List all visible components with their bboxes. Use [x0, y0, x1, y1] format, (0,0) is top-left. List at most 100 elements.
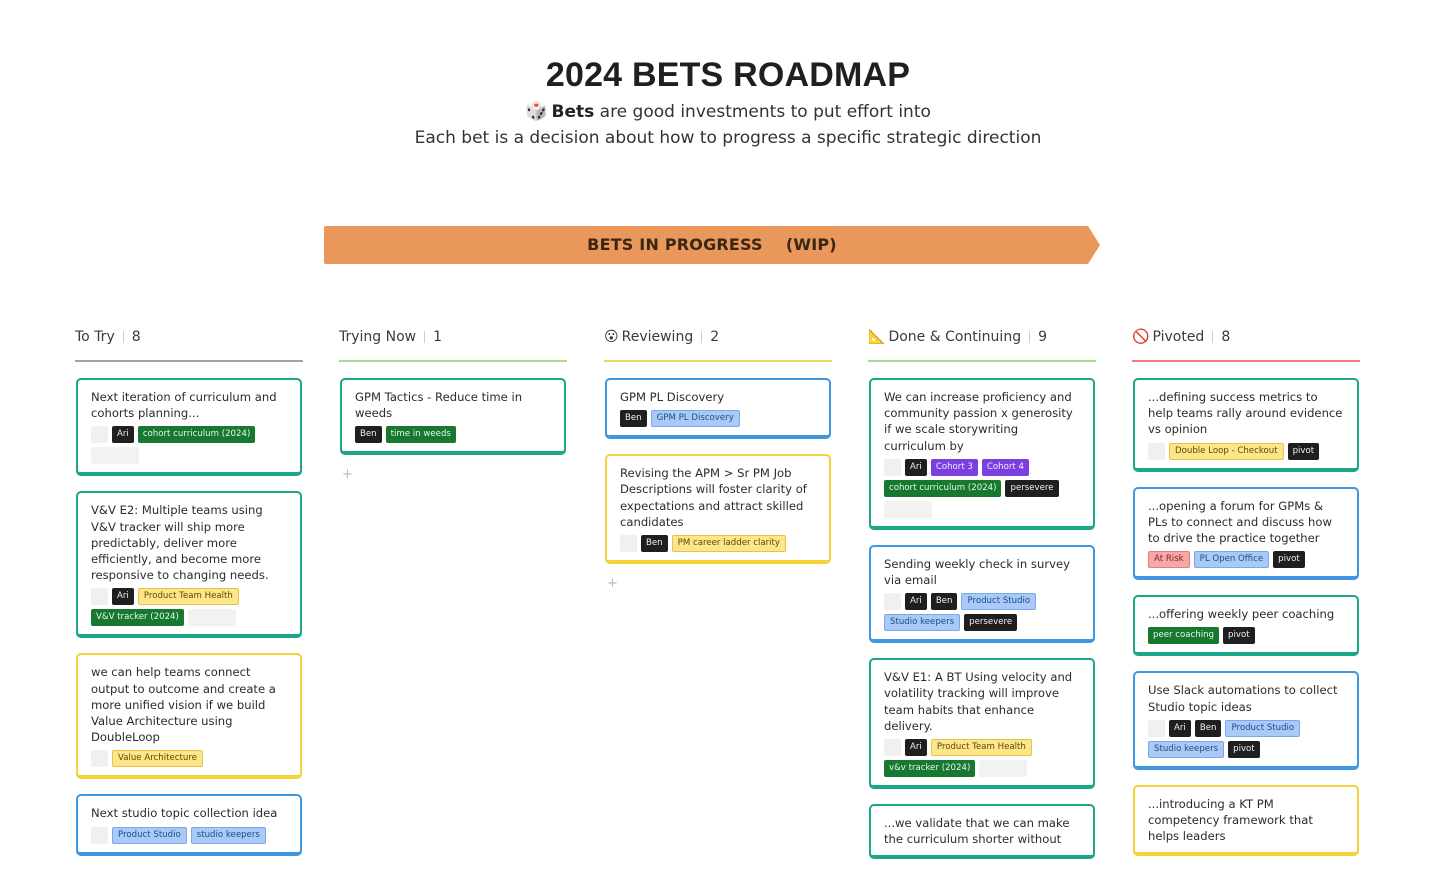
card[interactable]: Use Slack automations to collect Studio … [1133, 671, 1359, 770]
tag[interactable]: pivot [1287, 442, 1320, 460]
tag-placeholder[interactable] [91, 826, 108, 844]
tag[interactable]: Ben [355, 426, 382, 444]
tag[interactable]: Ben [930, 593, 958, 611]
card-text: Next iteration of curriculum and cohorts… [91, 390, 277, 421]
page-subtitle-2: Each bet is a decision about how to prog… [414, 128, 1042, 148]
tag-placeholder[interactable] [620, 535, 637, 553]
card[interactable]: ...introducing a KT PM competency framew… [1133, 784, 1359, 857]
card[interactable]: We can increase proficiency and communit… [869, 378, 1095, 530]
subtitle-bold: Bets [551, 102, 595, 122]
card[interactable]: ...we validate that we can make the curr… [869, 804, 1095, 860]
tag[interactable]: PM career ladder clarity [671, 535, 787, 553]
tag[interactable]: Product Studio [961, 593, 1037, 611]
tag[interactable]: cohort curriculum (2024) [884, 479, 1002, 497]
tag-placeholder[interactable] [884, 739, 901, 757]
column-rule [1132, 360, 1360, 362]
column-count: 2 [710, 329, 720, 345]
add-card-button[interactable]: + [607, 576, 618, 592]
card-text: Sending weekly check in survey via email [884, 556, 1070, 588]
card[interactable]: we can help teams connect output to outc… [76, 653, 302, 780]
tag[interactable]: peer coaching [1148, 627, 1220, 645]
tag-placeholder[interactable] [91, 750, 108, 768]
card-text: we can help teams connect output to outc… [91, 665, 276, 745]
add-card-button[interactable]: + [342, 467, 353, 483]
card-text: Use Slack automations to collect Studio … [1148, 683, 1338, 714]
card[interactable]: V&V E2: Multiple teams using V&V tracker… [76, 491, 302, 639]
tag[interactable]: Studio keepers [884, 614, 961, 632]
card[interactable]: ...defining success metrics to help team… [1133, 378, 1359, 472]
tag[interactable]: PL Open Office [1193, 551, 1270, 569]
card-text: We can increase proficiency and communit… [884, 390, 1073, 453]
card[interactable]: Sending weekly check in survey via email… [869, 544, 1095, 644]
tag[interactable]: Cohort 3 [930, 458, 978, 476]
column-count: 8 [1221, 329, 1231, 345]
tag[interactable]: persevere [964, 614, 1018, 632]
card-text: Next studio topic collection idea [91, 806, 278, 821]
tag[interactable]: At Risk [1148, 551, 1190, 569]
column-count: 9 [1038, 329, 1047, 345]
tag[interactable]: pivot [1228, 740, 1260, 758]
tag[interactable]: Ari [905, 739, 927, 757]
tag[interactable]: pivot [1223, 627, 1255, 645]
column-title: To Try [75, 329, 115, 345]
tag[interactable]: pivot [1273, 551, 1305, 569]
tag[interactable]: Ari [1169, 719, 1191, 737]
tag[interactable]: Product Studio [1225, 719, 1301, 737]
tag[interactable]: Ari [112, 588, 134, 606]
tag[interactable]: Ben [1194, 719, 1222, 737]
tag[interactable]: Product Team Health [930, 739, 1032, 757]
tag-placeholder[interactable] [884, 593, 901, 611]
tag[interactable]: Double Loop - Checkout [1169, 442, 1284, 460]
tag-placeholder[interactable] [884, 458, 901, 476]
tag[interactable]: Ben [620, 410, 647, 428]
tag[interactable]: GPM PL Discovery [650, 410, 740, 428]
tag[interactable]: v&v tracker (2024) [884, 760, 976, 778]
tag[interactable]: Ben [641, 535, 668, 553]
tag[interactable]: Ari [905, 458, 927, 476]
card[interactable]: V&V E1: A BT Using velocity and volatili… [869, 658, 1095, 790]
column-divider [701, 331, 703, 343]
card[interactable]: Revising the APM > Sr PM Job Description… [605, 454, 831, 565]
tag-placeholder[interactable] [187, 609, 236, 627]
tag[interactable]: V&V tracker (2024) [91, 609, 184, 627]
card[interactable]: Next iteration of curriculum and cohorts… [76, 378, 302, 477]
tag[interactable]: Product Studio [112, 826, 187, 844]
card-text: GPM PL Discovery [620, 390, 725, 404]
tag[interactable]: cohort curriculum (2024) [137, 426, 256, 444]
tag[interactable]: persevere [1005, 479, 1059, 497]
tag[interactable]: Cohort 4 [981, 458, 1029, 476]
tag-placeholder[interactable] [91, 588, 108, 606]
tag-placeholder[interactable] [1148, 719, 1165, 737]
tag-placeholder[interactable] [979, 760, 1028, 778]
page-title: 2024 BETS ROADMAP [545, 56, 911, 94]
column-title: Pivoted [1152, 329, 1205, 345]
tag[interactable]: Ari [112, 426, 134, 444]
tag[interactable]: Ari [905, 593, 927, 611]
tag[interactable]: Studio keepers [1148, 740, 1225, 758]
tag-placeholder[interactable] [91, 447, 139, 465]
banner-arrow-shape [324, 226, 1100, 264]
tag[interactable]: Value Architecture [112, 750, 203, 768]
tag-placeholder[interactable] [91, 426, 108, 444]
tag[interactable]: studio keepers [190, 826, 266, 844]
subtitle-rest: are good investments to put effort into [594, 102, 931, 122]
tag-placeholder[interactable] [884, 500, 932, 518]
tag[interactable]: Product Team Health [137, 588, 239, 606]
card[interactable]: ...opening a forum for GPMs & PLs to con… [1133, 486, 1359, 581]
tag[interactable]: time in weeds [385, 426, 456, 444]
tag-placeholder[interactable] [1148, 442, 1165, 460]
